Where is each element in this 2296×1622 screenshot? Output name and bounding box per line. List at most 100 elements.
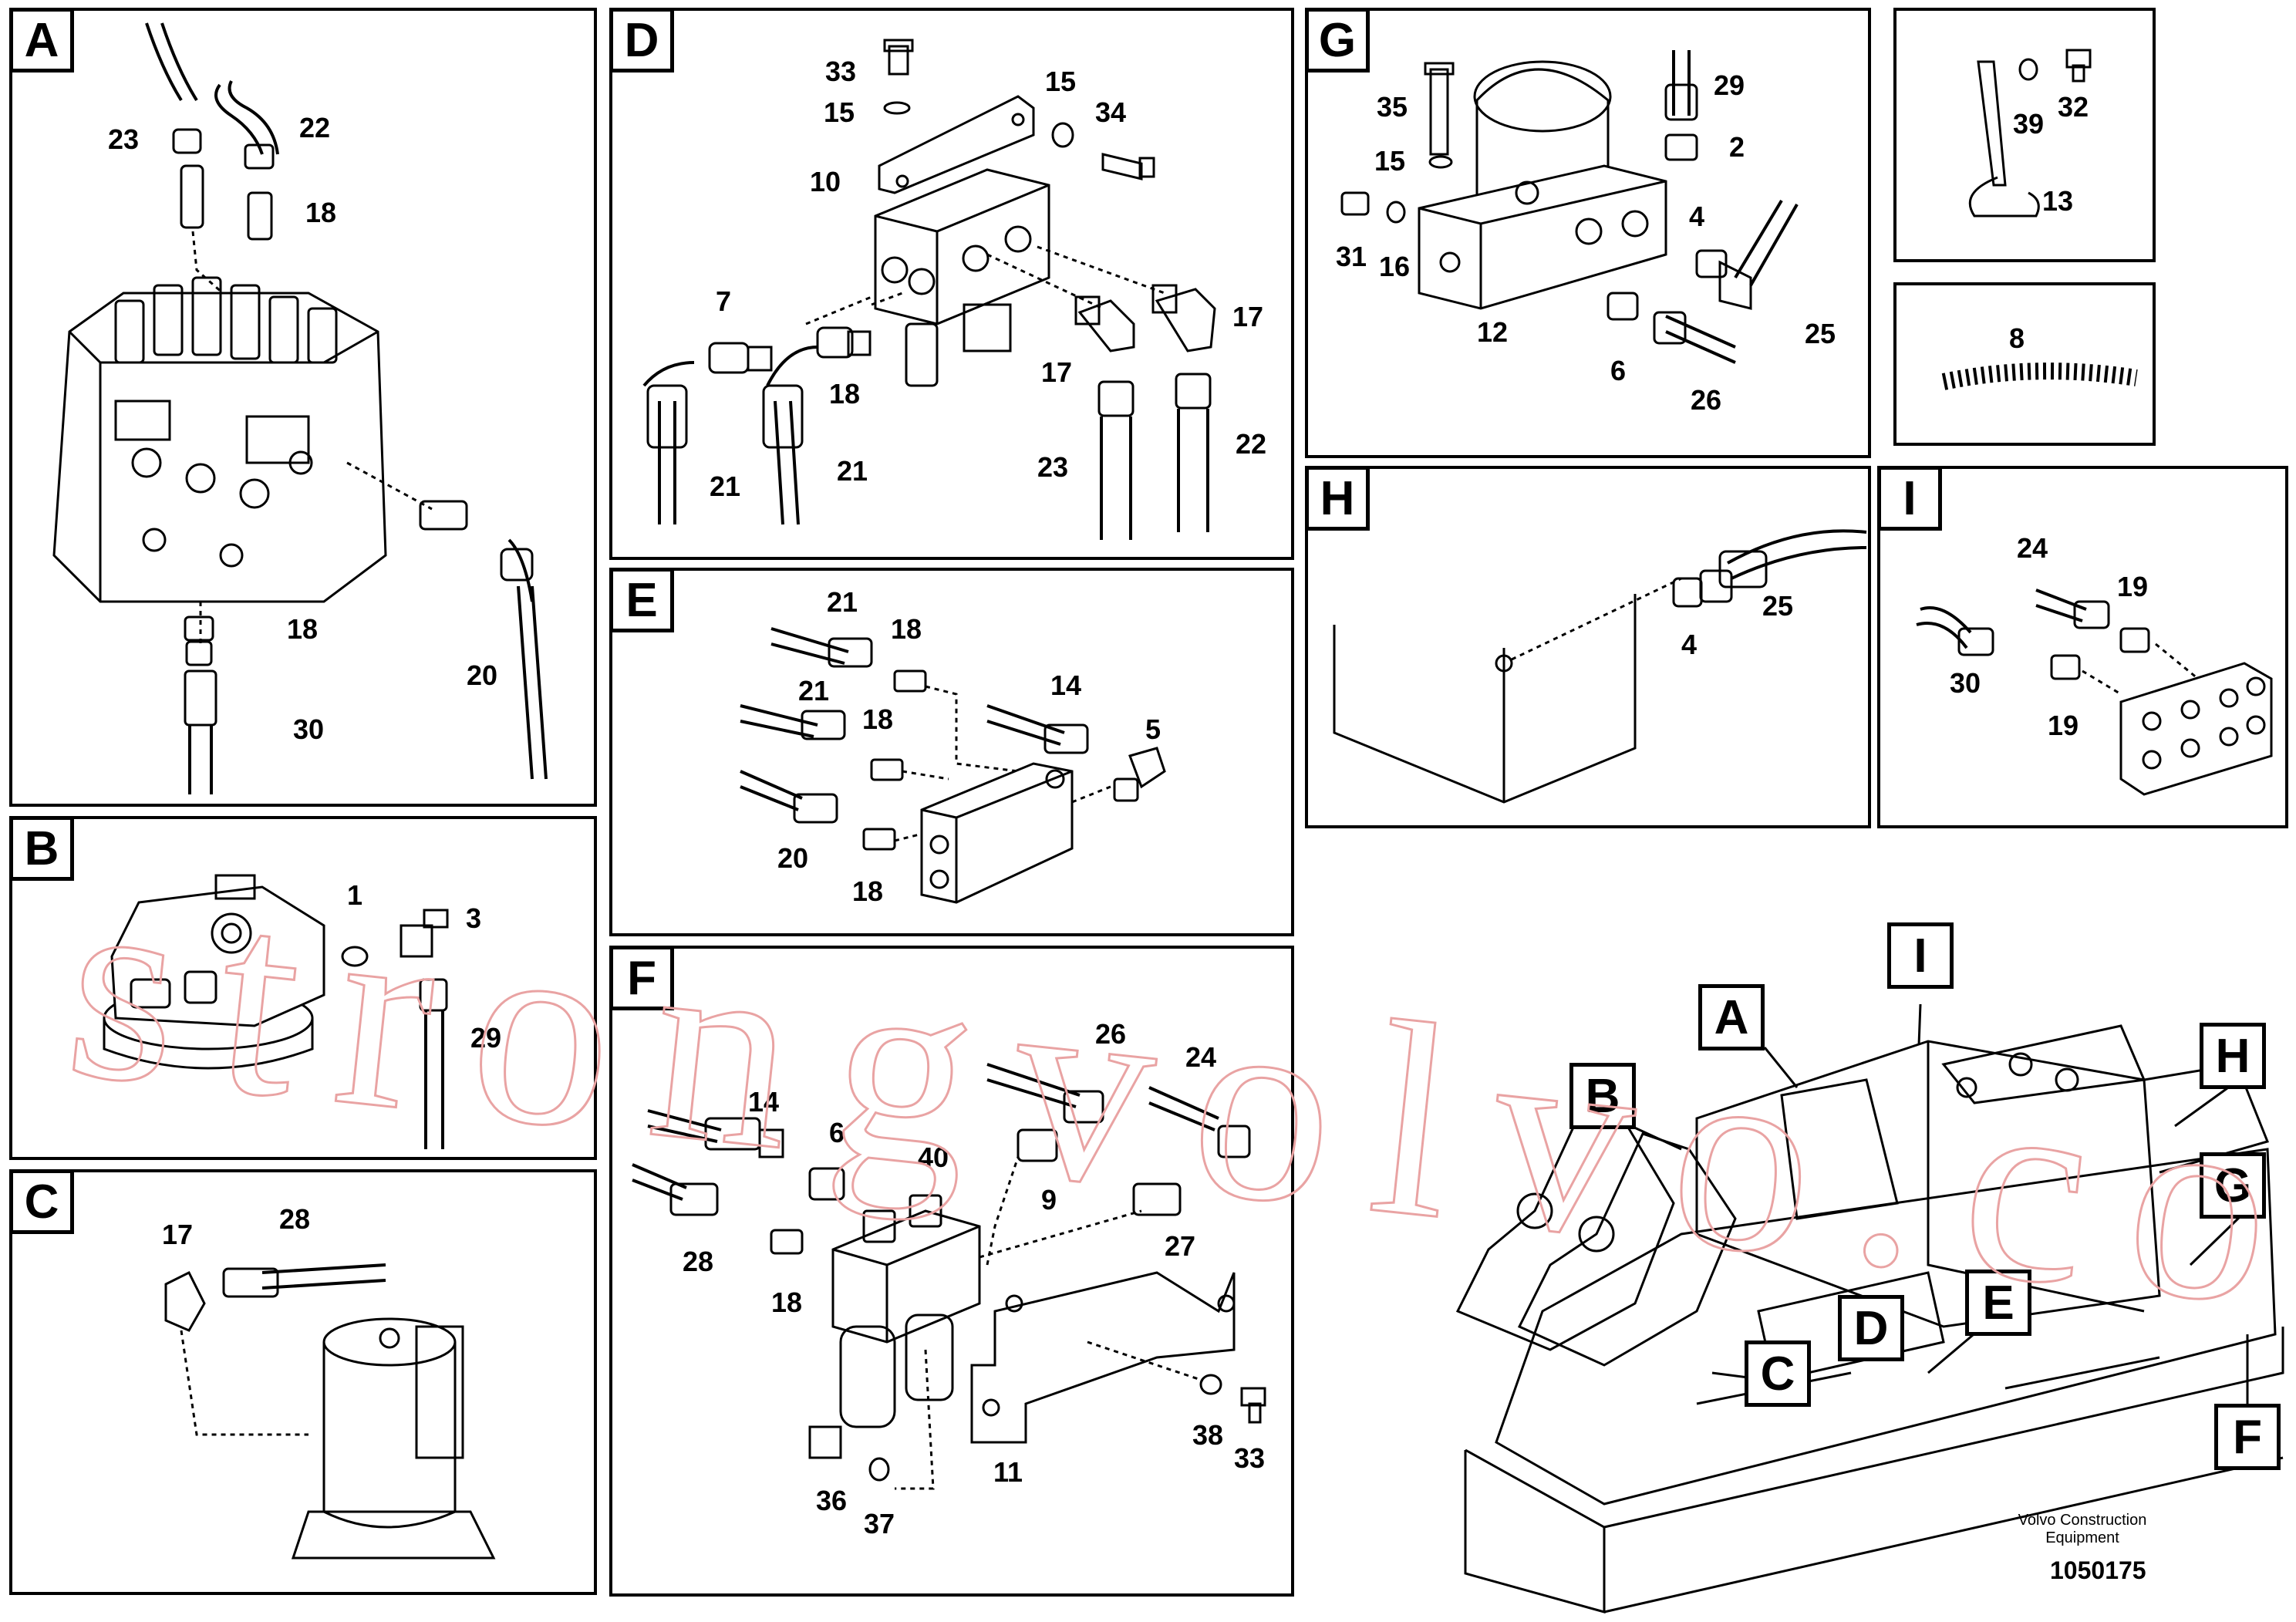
part-label: 18 <box>287 613 319 645</box>
part-label: 4 <box>1689 201 1705 232</box>
part-label: 22 <box>299 112 331 143</box>
panel-d-art <box>642 39 1216 540</box>
company-name: Volvo Construction Equipment <box>2018 1512 2147 1546</box>
part-label: 6 <box>829 1117 845 1148</box>
part-label: 14 <box>1050 669 1082 701</box>
part-label: 15 <box>1045 66 1077 97</box>
part-label: 16 <box>1379 251 1411 282</box>
panel-tag: E <box>609 568 674 632</box>
panel-tag: H <box>1305 466 1370 531</box>
part-label: 34 <box>1095 96 1127 128</box>
part-label: 2 <box>1729 131 1745 163</box>
part-label: 17 <box>162 1219 194 1250</box>
part-label: 21 <box>798 675 830 706</box>
part-label: 38 <box>1192 1419 1224 1451</box>
panel-tag: B <box>9 816 74 881</box>
part-label: 9 <box>1041 1184 1057 1216</box>
part-label: 29 <box>470 1022 502 1054</box>
part-label: 18 <box>862 703 894 735</box>
part-label: 25 <box>1762 590 1794 622</box>
part-label: 27 <box>1165 1230 1196 1262</box>
panel-e-art <box>740 627 1166 904</box>
panel-tag: F <box>609 946 674 1010</box>
part-label: 26 <box>1691 384 1722 416</box>
overview-tag: H <box>2200 1023 2266 1089</box>
part-label: 19 <box>2048 710 2079 741</box>
part-label: 37 <box>864 1508 895 1539</box>
part-label: 22 <box>1236 428 1267 460</box>
part-label: 5 <box>1145 713 1161 745</box>
part-label: 17 <box>1232 301 1264 332</box>
part-label: 18 <box>829 378 861 410</box>
part-label: 19 <box>2117 571 2149 602</box>
part-label: 11 <box>993 1456 1023 1488</box>
panel-c-art <box>164 1263 496 1560</box>
overview-tag: A <box>1698 984 1765 1050</box>
overview-tag: B <box>1569 1063 1636 1129</box>
overview-leaders <box>1630 1003 2249 1413</box>
panel-g-art <box>1340 50 1799 364</box>
overview-tag: C <box>1745 1340 1811 1407</box>
bracket-art <box>1968 49 2092 218</box>
part-label: 20 <box>467 659 498 691</box>
part-label: 33 <box>825 56 857 87</box>
overview-tag: D <box>1838 1295 1904 1361</box>
part-label: 30 <box>293 713 325 745</box>
panel-tag: G <box>1305 8 1370 73</box>
part-label: 21 <box>827 586 858 618</box>
part-label: 15 <box>824 96 855 128</box>
panel-f-art <box>632 1063 1266 1490</box>
part-label: 39 <box>2013 108 2045 140</box>
part-label: 40 <box>918 1141 949 1173</box>
panel-spring <box>1893 282 2156 446</box>
part-label: 21 <box>837 455 868 487</box>
part-label: 24 <box>1185 1041 1217 1073</box>
part-label: 14 <box>748 1086 780 1118</box>
overview-tag: I <box>1887 922 1954 989</box>
panel-i-art <box>1916 588 2273 796</box>
panel-tag: D <box>609 8 674 73</box>
part-label: 3 <box>466 902 482 934</box>
spring-art <box>1941 363 2138 390</box>
part-label: 18 <box>771 1286 803 1318</box>
part-label: 13 <box>2042 185 2074 217</box>
drawing-number: 1050175 <box>2050 1556 2146 1584</box>
panel-tag: A <box>9 8 74 73</box>
part-label: 32 <box>2058 91 2089 123</box>
part-label: 10 <box>810 166 841 197</box>
part-label: 8 <box>2009 322 2025 354</box>
overview-tag: E <box>1965 1270 2031 1336</box>
overview-tag: F <box>2214 1404 2281 1470</box>
part-label: 28 <box>279 1203 311 1235</box>
part-label: 23 <box>1037 451 1069 483</box>
part-label: 4 <box>1681 629 1698 660</box>
part-label: 1 <box>347 879 363 911</box>
part-label: 12 <box>1477 316 1509 348</box>
part-label: 18 <box>891 613 922 645</box>
part-label: 20 <box>777 842 809 874</box>
part-label: 7 <box>716 285 732 317</box>
part-label: 21 <box>710 470 741 502</box>
part-label: 36 <box>816 1485 848 1516</box>
part-label: 26 <box>1095 1018 1127 1050</box>
part-label: 23 <box>108 123 140 155</box>
panel-h-art <box>1333 529 1867 804</box>
overview-tag: G <box>2200 1152 2266 1219</box>
part-label: 33 <box>1234 1442 1266 1474</box>
panel-bracket <box>1893 8 2156 262</box>
part-label: 31 <box>1336 241 1367 272</box>
panel-a-art <box>52 22 548 794</box>
panel-tag: C <box>9 1169 74 1234</box>
panel-c: C <box>9 1169 597 1595</box>
panel-b-art <box>103 874 449 1149</box>
panel-tag: I <box>1877 466 1942 531</box>
part-label: 18 <box>305 197 337 228</box>
part-label: 25 <box>1805 318 1836 349</box>
part-label: 17 <box>1041 356 1073 388</box>
part-label: 6 <box>1610 355 1627 386</box>
part-label: 28 <box>683 1246 714 1277</box>
part-label: 35 <box>1377 91 1408 123</box>
part-label: 30 <box>1950 667 1981 699</box>
part-label: 15 <box>1374 145 1406 177</box>
